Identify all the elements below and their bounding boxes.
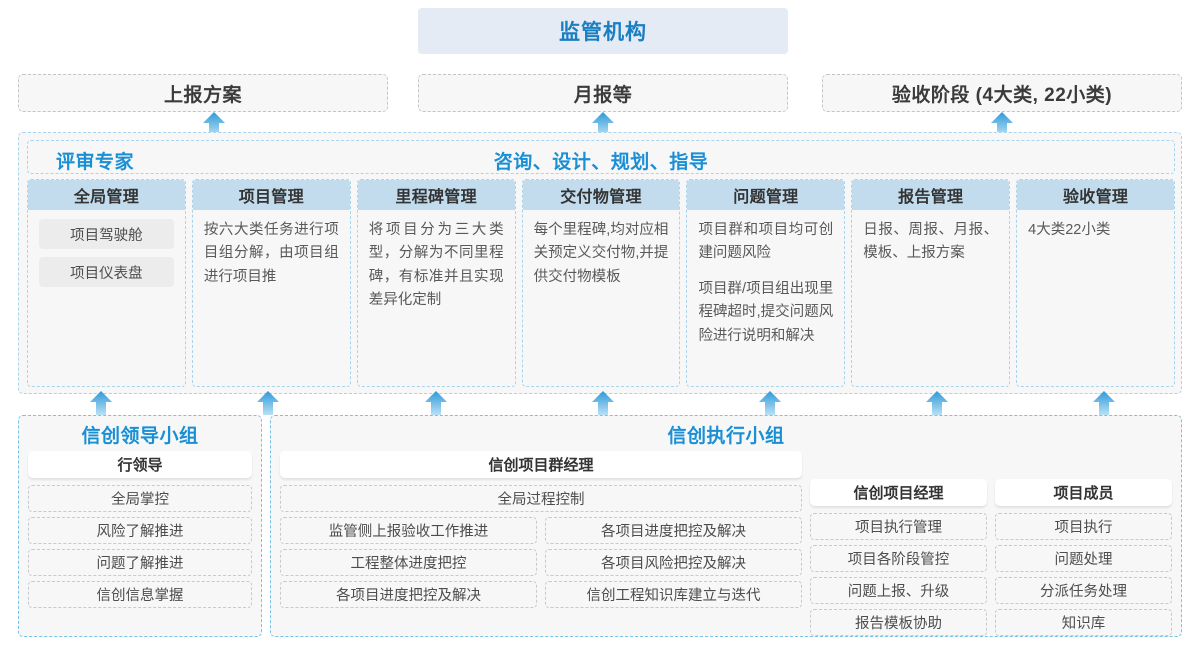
role-header[interactable]: 项目成员 <box>995 479 1172 506</box>
column-paragraph: 4大类22小类 <box>1028 222 1111 238</box>
column-body: 将项目分为三大类型，分解为不同里程碑，有标准并且实现差异化定制 <box>358 210 515 386</box>
block-project-manager: 信创项目经理 项目执行管理 项目各阶段管控 问题上报、升级 报告模板协助 <box>810 479 987 636</box>
column-paragraph: 日报、周报、月报、模板、上报方案 <box>863 222 999 262</box>
up-arrow-icon <box>90 391 112 415</box>
list-item[interactable]: 各项目风险把控及解决 <box>545 549 802 576</box>
list-item[interactable]: 问题上报、升级 <box>810 577 987 604</box>
column-milestone-management[interactable]: 里程碑管理 将项目分为三大类型，分解为不同里程碑，有标准并且实现差异化定制 <box>356 179 516 387</box>
up-arrow-icon <box>425 391 447 415</box>
pill-item[interactable]: 项目驾驶舱 <box>39 219 174 249</box>
list-item[interactable]: 信创工程知识库建立与迭代 <box>545 581 802 608</box>
project-roles-pair: 信创项目经理 项目执行管理 项目各阶段管控 问题上报、升级 报告模板协助 项目成… <box>810 479 1172 636</box>
column-body: 项目群和项目均可创建问题风险 项目群/项目组出现里程碑超时,提交问题风险进行说明… <box>687 210 844 386</box>
program-manager-rows: 监管侧上报验收工作推进 工程整体进度把控 各项目进度把控及解决 各项目进度把控及… <box>280 517 802 608</box>
block-project-roles: 信创项目经理 项目执行管理 项目各阶段管控 问题上报、升级 报告模板协助 项目成… <box>810 451 1172 650</box>
list-item[interactable]: 问题了解推进 <box>28 549 252 576</box>
column-body: 日报、周报、月报、模板、上报方案 <box>852 210 1009 386</box>
column-title: 验收管理 <box>1017 180 1175 210</box>
up-arrow-icon <box>257 391 279 415</box>
column-title: 项目管理 <box>192 180 350 210</box>
column-title: 全局管理 <box>28 180 185 210</box>
group-title: 信创领导小组 <box>81 426 199 447</box>
top-box-label: 月报等 <box>573 84 633 106</box>
management-panel: 评审专家 咨询、设计、规划、指导 全局管理 项目驾驶舱 项目仪表盘 项目管理 按… <box>18 132 1182 394</box>
up-arrow-icon <box>926 391 948 415</box>
column-title: 里程碑管理 <box>357 180 515 210</box>
column-title: 报告管理 <box>852 180 1010 210</box>
regulator-box: 监管机构 <box>418 8 788 54</box>
up-arrow-icon <box>203 112 225 136</box>
spacer <box>810 451 1172 479</box>
role-header[interactable]: 信创项目经理 <box>810 479 987 506</box>
list-item[interactable]: 项目执行 <box>995 513 1172 540</box>
block-project-member: 项目成员 项目执行 问题处理 分派任务处理 知识库 <box>995 479 1172 636</box>
column-title: 交付物管理 <box>522 180 680 210</box>
regulator-label: 监管机构 <box>559 21 647 44</box>
column-body: 4大类22小类 <box>1017 210 1174 386</box>
column-paragraph: 将项目分为三大类型，分解为不同里程碑，有标准并且实现差异化定制 <box>368 222 504 309</box>
up-arrow-icon <box>759 391 781 415</box>
list-item[interactable]: 信创信息掌握 <box>28 581 252 608</box>
column-project-management[interactable]: 项目管理 按六大类任务进行项目组分解，由项目组进行项目推 <box>191 179 351 387</box>
column-issue-management[interactable]: 问题管理 项目群和项目均可创建问题风险 项目群/项目组出现里程碑超时,提交问题风… <box>686 179 846 387</box>
list-item[interactable]: 工程整体进度把控 <box>280 549 537 576</box>
up-arrow-icon <box>991 112 1013 136</box>
top-box-acceptance-stage: 验收阶段 (4大类, 22小类) <box>822 74 1182 112</box>
group-leadership: 信创领导小组 行领导 全局掌控 风险了解推进 问题了解推进 信创信息掌握 <box>18 415 262 637</box>
column-body: 每个里程碑,均对应相关预定义交付物,并提供交付物模板 <box>523 210 680 386</box>
list-item[interactable]: 全局掌控 <box>28 485 252 512</box>
pill-item[interactable]: 项目仪表盘 <box>39 257 174 287</box>
list-item[interactable]: 风险了解推进 <box>28 517 252 544</box>
list-item[interactable]: 项目执行管理 <box>810 513 987 540</box>
list-item[interactable]: 知识库 <box>995 609 1172 636</box>
top-box-label: 验收阶段 (4大类, 22小类) <box>891 84 1113 106</box>
column-deliverable-management[interactable]: 交付物管理 每个里程碑,均对应相关预定义交付物,并提供交付物模板 <box>521 179 681 387</box>
top-box-monthly-report: 月报等 <box>418 74 788 112</box>
list-item[interactable]: 各项目进度把控及解决 <box>280 581 537 608</box>
column-body: 项目驾驶舱 项目仪表盘 <box>28 210 185 386</box>
up-arrow-icon <box>1093 391 1115 415</box>
list-item[interactable]: 监管侧上报验收工作推进 <box>280 517 537 544</box>
role-header[interactable]: 信创项目群经理 <box>280 451 802 478</box>
execution-columns: 信创项目群经理 全局过程控制 监管侧上报验收工作推进 工程整体进度把控 各项目进… <box>280 451 1172 650</box>
group-execution: 信创执行小组 信创项目群经理 全局过程控制 监管侧上报验收工作推进 工程整体进度… <box>270 415 1182 637</box>
list-item[interactable]: 项目各阶段管控 <box>810 545 987 572</box>
column-body: 按六大类任务进行项目组分解，由项目组进行项目推 <box>193 210 350 386</box>
expert-band-left-label: 评审专家 <box>56 152 135 173</box>
column-report-management[interactable]: 报告管理 日报、周报、月报、模板、上报方案 <box>851 179 1011 387</box>
program-manager-left-col: 监管侧上报验收工作推进 工程整体进度把控 各项目进度把控及解决 <box>280 517 537 608</box>
program-manager-right-col: 各项目进度把控及解决 各项目风险把控及解决 信创工程知识库建立与迭代 <box>545 517 802 608</box>
list-item[interactable]: 全局过程控制 <box>280 485 802 512</box>
expert-band-center-label: 咨询、设计、规划、指导 <box>493 152 709 173</box>
top-box-label: 上报方案 <box>163 84 242 106</box>
list-item[interactable]: 各项目进度把控及解决 <box>545 517 802 544</box>
management-columns: 全局管理 项目驾驶舱 项目仪表盘 项目管理 按六大类任务进行项目组分解，由项目组… <box>27 179 1176 387</box>
role-header[interactable]: 行领导 <box>28 451 252 478</box>
column-title: 问题管理 <box>687 180 845 210</box>
column-paragraph: 每个里程碑,均对应相关预定义交付物,并提供交付物模板 <box>533 222 669 285</box>
top-box-report-plan: 上报方案 <box>18 74 388 112</box>
column-acceptance-management[interactable]: 验收管理 4大类22小类 <box>1016 179 1176 387</box>
up-arrow-icon <box>592 112 614 136</box>
list-item[interactable]: 分派任务处理 <box>995 577 1172 604</box>
column-paragraph: 项目群/项目组出现里程碑超时,提交问题风险进行说明和解决 <box>698 280 834 344</box>
column-paragraph: 项目群和项目均可创建问题风险 <box>698 222 834 262</box>
block-program-manager: 信创项目群经理 全局过程控制 监管侧上报验收工作推进 工程整体进度把控 各项目进… <box>280 451 802 650</box>
list-item[interactable]: 报告模板协助 <box>810 609 987 636</box>
expert-band: 评审专家 咨询、设计、规划、指导 <box>27 140 1175 174</box>
group-title: 信创执行小组 <box>667 426 785 447</box>
list-item[interactable]: 问题处理 <box>995 545 1172 572</box>
up-arrow-icon <box>592 391 614 415</box>
column-paragraph: 按六大类任务进行项目组分解，由项目组进行项目推 <box>203 222 339 285</box>
column-global-management[interactable]: 全局管理 项目驾驶舱 项目仪表盘 <box>27 179 186 387</box>
